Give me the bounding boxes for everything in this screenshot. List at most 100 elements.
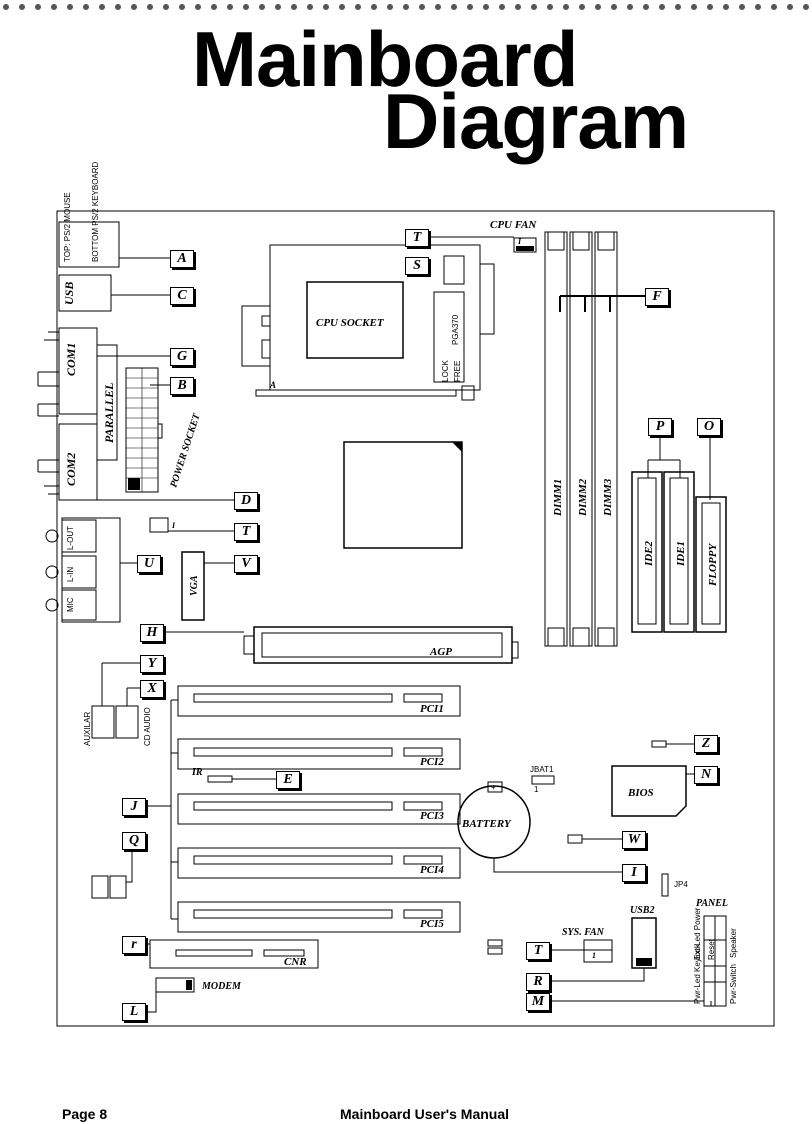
key-marker-s: S [405,257,429,275]
key-marker-v: V [234,555,258,573]
l-in-label: L-IN [66,567,75,582]
mic-label: MIC [66,597,75,612]
ide1-label: IDE1 [675,541,687,567]
key-marker-i: I [622,864,646,882]
dimm2-label: DIMM2 [577,478,589,517]
dimm-slots [544,231,618,647]
battery-label: BATTERY [461,818,512,830]
pci5-label: PCI5 [420,918,444,930]
chipset [343,441,463,549]
panel-pin-4: Pwr-Switch [729,964,738,1004]
pci-slots [177,685,461,933]
auxilar-connector [91,705,115,739]
panel-pin-2: Reset [707,938,716,960]
key-marker-a: A [170,250,194,268]
jp4-label: JP4 [674,880,688,889]
panel-pin-0: Ext-Led Power [693,907,702,960]
key-marker-w: W [622,831,646,849]
agp-slot [253,626,513,664]
modem-label: MODEM [201,981,242,992]
footer-manual: Mainboard User's Manual [340,1106,510,1122]
key-marker-r: r [122,936,146,954]
jbat1-pin-one: 1 [534,785,539,794]
leader-lines [84,236,712,1013]
jp4-jumper [661,873,669,897]
usb-connector [58,274,112,312]
key-marker-t: T [526,942,550,960]
cpu-socket-label: CPU SOCKET [316,317,385,329]
ide2-connector [631,471,663,633]
key-marker-h: H [140,624,164,642]
key-marker-g: G [170,348,194,366]
sys-fan-label: SYS. FAN [562,927,605,938]
agp-label: AGP [429,646,452,658]
key-marker-m: M [526,993,550,1011]
cnr-slot [149,939,319,969]
key-marker-j: J [122,798,146,816]
cd-audio-label: CD AUDIO [143,707,152,746]
key-marker-q: Q [122,832,146,850]
key-marker-z: Z [694,735,718,753]
ps2-bottom-label: BOTTOM PS/2 KEYBOARD [91,161,100,262]
key-marker-t: T [405,229,429,247]
floppy-label: FLOPPY [707,543,719,587]
key-marker-r: R [526,973,550,991]
com2-connector [58,423,98,501]
vga-connector [181,551,205,621]
key-marker-t: T [234,523,258,541]
panel-pin-3: Pwr-Led Keylock [693,943,702,1004]
board-outline [56,210,775,1027]
usb2-label: USB2 [630,905,654,916]
bios-label: BIOS [627,787,654,799]
l-out-label: L-OUT [66,526,75,550]
battery-plus: + [491,783,496,792]
cpu-fan-label: CPU FAN [490,219,537,231]
title-line-1: Mainboard [192,15,578,103]
key-marker-y: Y [140,655,164,673]
pci1-label: PCI1 [420,703,444,715]
ps2-top-label: TOP: PS/2 MOUSE [63,192,72,262]
key-marker-b: B [170,377,194,395]
com1-label: COM1 [64,343,78,376]
svg-text:A: A [269,380,276,390]
cnr-label: CNR [284,956,307,968]
modem-header [155,977,195,993]
auxilar-label: AUXILAR [83,712,92,746]
svg-text:I: I [171,521,176,530]
key-marker-o: O [697,418,721,436]
pci2-label: PCI2 [420,756,444,768]
ir-header [207,775,233,783]
power-socket-label: POWER SOCKET [168,411,203,488]
jbat1-label: JBAT1 [530,765,554,774]
pga370-label: PGA370 [451,314,460,345]
sys-fan-header [583,939,613,963]
panel-label: PANEL [696,898,728,909]
key-marker-x: X [140,680,164,698]
com2-label: COM2 [64,453,78,486]
title-line-2: Diagram [383,77,689,165]
pci4-label: PCI4 [420,864,444,876]
pci3-label: PCI3 [420,810,444,822]
key-marker-u: U [137,555,161,573]
key-marker-p: P [648,418,672,436]
free-label: FREE [453,361,462,382]
parallel-label: PARALLEL [102,383,116,443]
cd-audio-connector [115,705,139,739]
svg-text:I: I [517,237,522,246]
dotted-rule [3,4,809,10]
ide1-connector [663,471,695,633]
key-marker-n: N [694,766,718,784]
key-marker-d: D [234,492,258,510]
ide2-label: IDE2 [643,540,655,567]
key-marker-e: E [276,771,300,789]
usb-label: USB [62,282,76,305]
cpu-fan-header [513,237,537,253]
footer-page: Page 8 [62,1106,108,1122]
key-marker-c: C [170,287,194,305]
cpu-socket [306,281,404,359]
panel-pin-1: Speaker [729,928,738,958]
floppy-connector [695,496,727,633]
jbat1-jumper [531,775,555,785]
parallel-connector [96,344,118,461]
